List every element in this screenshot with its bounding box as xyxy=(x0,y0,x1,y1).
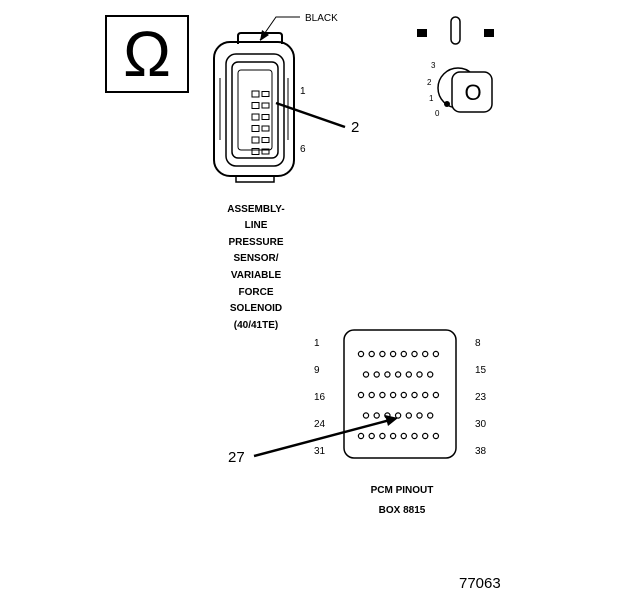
test-lead-icon xyxy=(417,29,427,37)
pcm-left-label: 9 xyxy=(314,365,320,376)
name-line: ASSEMBLY- xyxy=(227,204,284,215)
pcm-pin xyxy=(422,432,429,440)
pcm-pin xyxy=(368,350,375,358)
wire-color-label: BLACK xyxy=(305,13,338,24)
pcm-pin xyxy=(432,432,440,440)
pcm-pin xyxy=(379,391,386,399)
pcm-pin xyxy=(432,391,440,399)
pcm-pin xyxy=(394,412,402,419)
pcm-right-label: 8 xyxy=(475,338,481,349)
connector-name: ASSEMBLY- LINE PRESSURE SENSOR/ VARIABLE… xyxy=(227,204,284,331)
pcm-right-label: 30 xyxy=(475,419,487,430)
ign-pos-3: 3 xyxy=(431,61,436,70)
pcm-pin xyxy=(362,412,370,419)
pcm-pin xyxy=(373,371,380,378)
pcm-pin xyxy=(389,391,397,399)
key-symbol: O xyxy=(464,80,481,105)
pcm-right-label: 15 xyxy=(475,365,487,376)
name-line: PRESSURE xyxy=(228,237,283,248)
terminal-cavity xyxy=(251,90,260,98)
ignition-switch-icon: O 3 2 1 0 xyxy=(417,16,494,118)
pcm-pin xyxy=(411,391,418,399)
pcm-caption-line: PCM PINOUT xyxy=(371,485,434,496)
terminal-pin xyxy=(261,137,270,143)
ign-pos-0: 0 xyxy=(435,109,440,118)
pin-last-label: 6 xyxy=(300,144,306,155)
key-icon xyxy=(451,71,493,113)
pcm-left-label: 24 xyxy=(314,419,326,430)
pcm-left-label: 31 xyxy=(314,446,326,457)
pcm-pin xyxy=(405,371,412,378)
pcm-connector: 1 9 16 24 31 8 15 23 30 38 27 PCM PINOUT… xyxy=(228,329,487,516)
terminal-cavity xyxy=(251,125,260,132)
pcm-pin xyxy=(405,412,412,419)
terminal-cavity xyxy=(251,113,260,121)
name-line: FORCE xyxy=(239,287,274,298)
callout-27-arrow xyxy=(253,418,391,458)
test-lead-icon xyxy=(484,29,494,37)
pcm-pin xyxy=(389,350,397,358)
ign-pos-1: 1 xyxy=(429,94,434,103)
pcm-pin xyxy=(427,371,434,378)
pcm-right-label: 38 xyxy=(475,446,487,457)
terminal-pin xyxy=(261,91,270,97)
pcm-pin xyxy=(379,350,386,358)
pcm-pin xyxy=(400,432,407,440)
terminal-pin xyxy=(261,114,270,120)
pcm-pin xyxy=(422,391,429,399)
callout-27: 27 xyxy=(228,449,245,466)
terminal-pin xyxy=(261,125,270,132)
pcm-pin xyxy=(357,391,365,399)
pcm-pin xyxy=(357,432,365,440)
pcm-pin xyxy=(384,371,391,378)
pcm-pin xyxy=(400,350,407,358)
pcm-pin xyxy=(411,350,418,358)
pcm-caption-line: BOX 8815 xyxy=(379,505,426,516)
pcm-pin xyxy=(416,412,423,419)
pcm-pin xyxy=(357,350,365,358)
name-line: SENSOR/ xyxy=(233,253,278,264)
pcm-pin xyxy=(411,432,418,440)
pcm-pin xyxy=(427,412,434,419)
pcm-pin xyxy=(432,350,440,358)
pcm-pin xyxy=(368,391,375,399)
pcm-pin xyxy=(400,391,407,399)
pcm-pin xyxy=(379,432,386,440)
terminal-pin xyxy=(261,102,270,109)
terminal-cavity xyxy=(251,102,260,109)
pcm-pin xyxy=(389,432,397,440)
pcm-pin xyxy=(373,412,380,419)
pin-first-label: 1 xyxy=(300,86,306,97)
ohm-symbol: Ω xyxy=(123,18,171,90)
pcm-pin xyxy=(362,371,370,378)
connector-terminals xyxy=(251,90,270,155)
ign-pos-2: 2 xyxy=(427,78,432,87)
pcm-pin xyxy=(368,432,375,440)
name-line: VARIABLE xyxy=(231,270,282,281)
pcm-pin xyxy=(422,350,429,358)
terminal-pin xyxy=(261,148,270,155)
terminal-cavity xyxy=(251,148,260,155)
pcm-pin-grid xyxy=(357,350,440,440)
pcm-left-label: 1 xyxy=(314,338,320,349)
pcm-pin xyxy=(416,371,423,378)
name-line: SOLENOID xyxy=(230,303,282,314)
ohmmeter-icon: Ω xyxy=(105,15,189,93)
name-line: LINE xyxy=(245,220,268,231)
pcm-left-label: 16 xyxy=(314,392,326,403)
terminal-cavity xyxy=(251,136,260,144)
name-line: (40/41TE) xyxy=(234,320,278,331)
pcm-right-label: 23 xyxy=(475,392,487,403)
connector-drawing: BLACK 1 6 2 xyxy=(213,13,359,183)
pcm-pin xyxy=(394,371,402,378)
figure-id: 77063 xyxy=(459,575,501,592)
callout-2: 2 xyxy=(351,119,359,136)
